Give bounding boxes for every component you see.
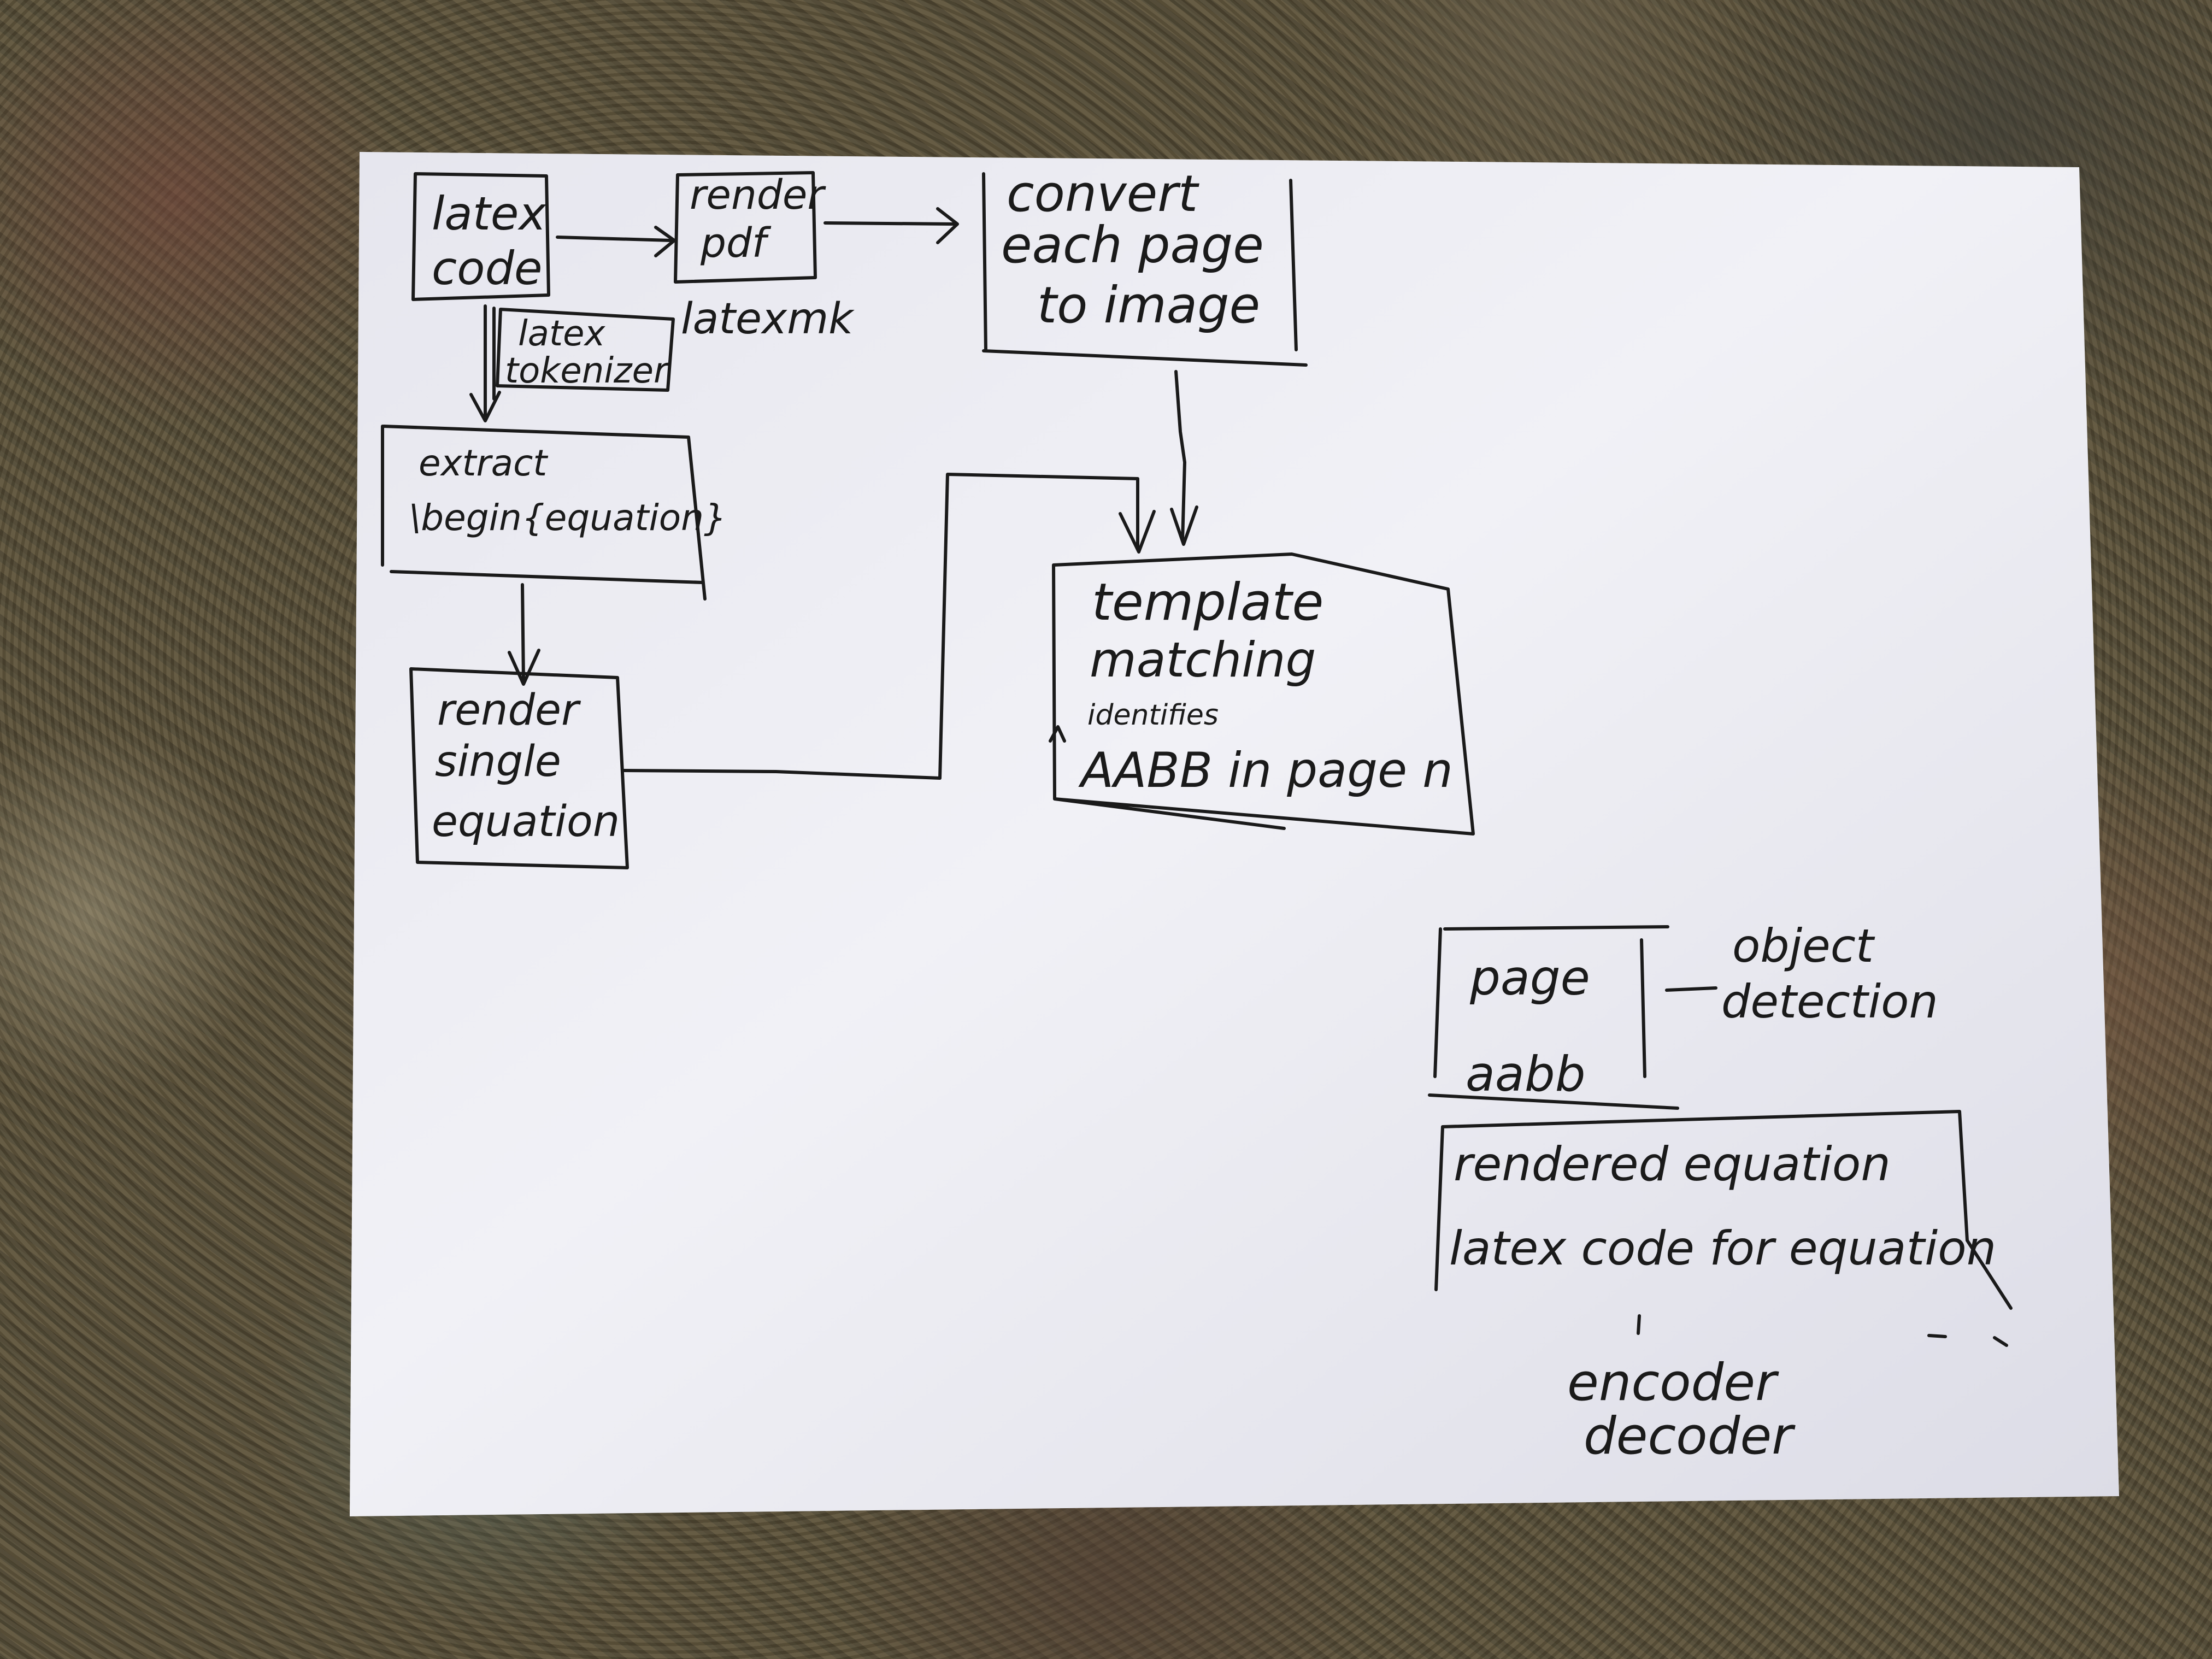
rendered-equation-box (1434, 1110, 2013, 1310)
render-pdf-box (674, 171, 817, 284)
render-single-label: render single equation (432, 686, 620, 846)
latex-code-box (411, 172, 550, 301)
rendered-equation-label: rendered equation latex code for equatio… (1449, 1137, 1996, 1276)
template-matching-box (1052, 552, 1475, 836)
page-aabb-box (1428, 925, 1679, 1110)
arrow-extract-to-render-single (508, 583, 540, 686)
arrow-into-rendered-equation (1637, 1314, 1641, 1335)
arrow-object-detection-to-page-aabb (1665, 986, 1717, 992)
latex-tokenizer-label: latex tokenizer (505, 314, 670, 391)
encoder-decoder-label: encoder decoder (1567, 1353, 1796, 1466)
latex-tokenizer-box (496, 308, 675, 392)
convert-box (982, 172, 1308, 367)
latex-code-label: latex code (432, 187, 561, 295)
object-detection-label: object detection (1721, 919, 1938, 1028)
extract-box (381, 425, 707, 601)
render-pdf-label: render pdf (690, 172, 837, 267)
convert-label: convert each page to image (1001, 164, 1280, 334)
arrow-latex-to-render-pdf (556, 226, 676, 257)
template-matching-label: template matching identifies AABB in pag… (1078, 573, 1453, 798)
arrow-latex-to-extract (469, 304, 501, 422)
arrow-convert-to-template (1170, 370, 1198, 546)
extract-label: extract \begin{equation} (409, 442, 727, 539)
render-single-box (409, 667, 629, 869)
arrow-render-pdf-to-convert (823, 207, 959, 244)
arrow-render-single-to-template (621, 473, 1156, 780)
small-tick-marks (1049, 725, 2008, 1347)
latexmk-label: latexmk (681, 295, 855, 344)
page-aabb-label: page aabb (1466, 950, 1605, 1102)
